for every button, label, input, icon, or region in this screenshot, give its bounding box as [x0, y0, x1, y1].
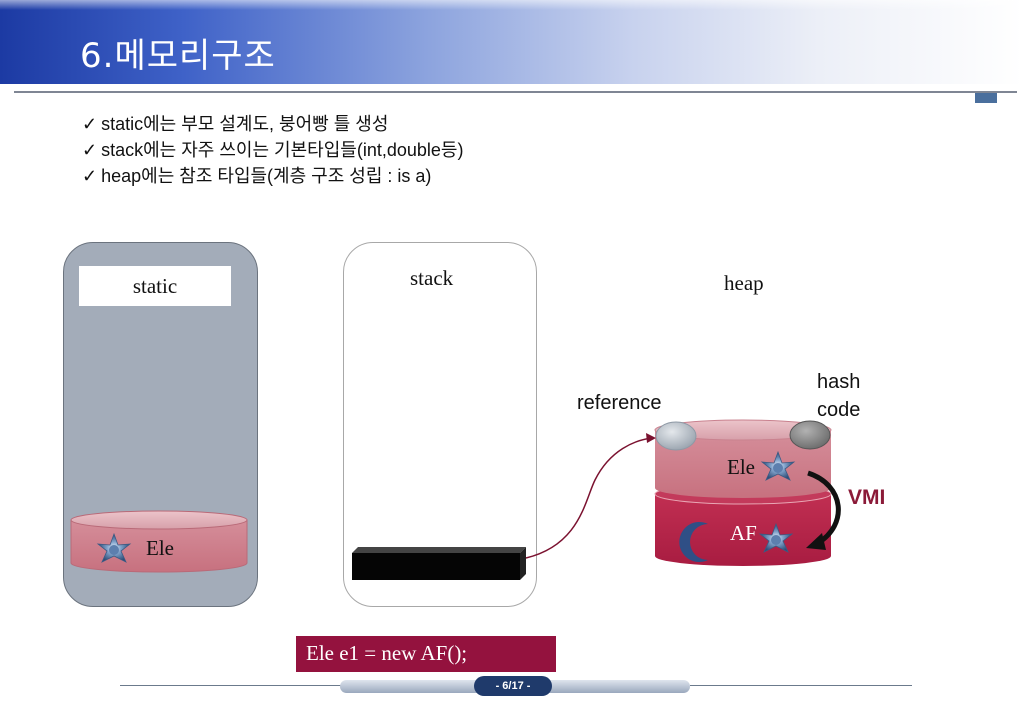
bullet-item: ✓static에는 부모 설계도, 붕어빵 틀 생성 — [82, 111, 463, 137]
reference-label: reference — [577, 392, 662, 414]
hashcode-label-line1: hash — [817, 371, 861, 393]
bullet-list: ✓static에는 부모 설계도, 붕어빵 틀 생성 ✓stack에는 자주 쓰… — [82, 111, 463, 189]
moon-icon — [679, 522, 708, 562]
static-cylinder — [70, 510, 248, 573]
hashcode-ball — [789, 420, 831, 450]
slide-title: 6.메모리구조 — [80, 36, 276, 76]
header-shade — [0, 0, 1023, 10]
vmi-label: VMI — [848, 486, 886, 509]
checkmark-icon: ✓ — [82, 166, 98, 186]
reference-ball — [655, 421, 697, 451]
stack-label: stack — [410, 266, 454, 290]
code-line: Ele e1 = new AF(); — [306, 641, 468, 665]
checkmark-icon: ✓ — [82, 114, 98, 134]
heap-lower-object-label: AF — [730, 521, 757, 545]
e1-variable-box — [352, 547, 526, 580]
hashcode-label-line2: code — [817, 399, 861, 421]
star-icon — [760, 450, 796, 481]
bullet-item: ✓stack에는 자주 쓰이는 기본타입들(int,double등) — [82, 137, 463, 163]
header-divider — [14, 91, 1017, 93]
corner-mark — [975, 93, 997, 103]
static-label: static — [132, 274, 178, 298]
heap-upper-cylinder — [654, 419, 832, 498]
page-number: - 6/17 - — [474, 676, 552, 696]
slide-header — [0, 0, 1023, 84]
checkmark-icon: ✓ — [82, 140, 98, 160]
static-label-box: static — [79, 266, 231, 306]
heap-upper-object-label: Ele — [727, 455, 755, 479]
heap-label: heap — [724, 271, 764, 295]
curved-arrow-icon — [806, 470, 841, 550]
bullet-item: ✓heap에는 참조 타입들(계층 구조 성립 : is a) — [82, 163, 463, 189]
stack-area — [343, 242, 537, 607]
code-box: Ele e1 = new AF(); — [296, 636, 556, 672]
star-icon — [758, 522, 794, 553]
footer-line-left — [120, 685, 350, 686]
bullet-text: heap에는 참조 타입들(계층 구조 성립 : is a) — [101, 166, 432, 186]
bullet-text: static에는 부모 설계도, 붕어빵 틀 생성 — [101, 114, 389, 134]
bullet-text: stack에는 자주 쓰이는 기본타입들(int,double등) — [101, 140, 464, 160]
static-object-label: Ele — [146, 536, 174, 560]
reference-arrow — [525, 433, 656, 559]
star-icon — [96, 532, 132, 563]
footer-line-right — [690, 685, 912, 686]
e1-label: e1 — [843, 553, 863, 577]
